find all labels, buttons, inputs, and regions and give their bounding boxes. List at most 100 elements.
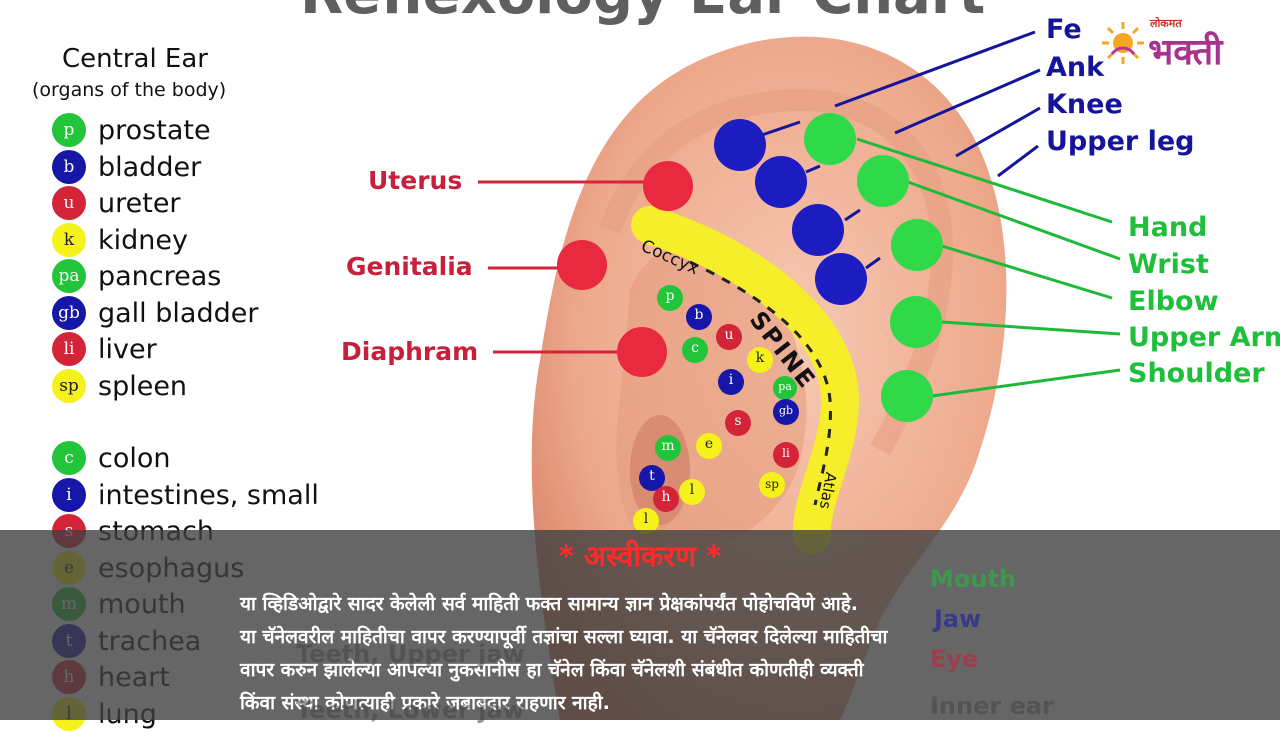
point-genitalia: [557, 240, 607, 290]
disclaimer-title: * अस्वीकरण *: [558, 539, 722, 573]
legend-dot: i: [52, 478, 86, 512]
point-diaphram: [617, 327, 667, 377]
legend-dot: k: [52, 223, 86, 257]
label-fe: Fe: [1046, 14, 1082, 45]
organ-point-t: [639, 465, 665, 491]
disclaimer-overlay: * अस्वीकरण * या व्हिडिओद्वारे सादर केलेल…: [0, 530, 1280, 720]
organ-letter-u: u: [724, 327, 734, 343]
logo-brand: लोकमत: [1150, 17, 1182, 30]
legend-label: pancreas: [98, 260, 222, 292]
legend-dot: p: [52, 113, 86, 147]
line-blue-4: [865, 256, 881, 270]
legend-item: i intestines, small: [52, 478, 319, 512]
label-jaw-hidden: Jaw: [934, 605, 982, 633]
disclaimer-line-2: या चॅनेलवरील माहितीचा वापर करण्यापूर्वी …: [240, 626, 888, 648]
label-uterus: Uterus: [368, 166, 463, 195]
point-elbow: [891, 219, 943, 271]
legend-label: colon: [98, 442, 171, 474]
line-upper-arm: [941, 320, 1121, 336]
organ-letter-b: b: [694, 307, 704, 323]
organ-point-m: [655, 435, 681, 461]
line-knee: [955, 106, 1041, 158]
organ-point-sp: [759, 472, 785, 498]
line-blue-2: [805, 164, 821, 174]
legend-label: bladder: [98, 151, 202, 183]
organ-letter-l1: l: [689, 482, 695, 498]
label-inner-ear-hidden: Inner ear: [930, 692, 1054, 720]
label-elbow: Elbow: [1128, 286, 1219, 317]
label-mouth-hidden: Mouth: [930, 565, 1017, 593]
organ-point-u: [716, 324, 742, 350]
disclaimer-line-1: या व्हिडिओद्वारे सादर केलेली सर्व माहिती…: [240, 593, 859, 615]
organ-point-pa: [773, 376, 797, 400]
line-elbow: [941, 244, 1113, 300]
legend-dot: sp: [52, 369, 86, 403]
label-wrist: Wrist: [1128, 249, 1209, 280]
organ-letter-h: h: [661, 489, 671, 505]
organ-letter-k: k: [755, 350, 765, 366]
label-upper-leg: Upper leg: [1046, 126, 1195, 157]
organ-letter-gb: gb: [778, 404, 794, 417]
label-hand: Hand: [1128, 212, 1208, 243]
label-genitalia: Genitalia: [346, 252, 473, 281]
legend-subtitle: (organs of the body): [32, 79, 227, 101]
organ-letter-l2: l: [643, 511, 649, 527]
organ-letter-e: e: [704, 436, 714, 452]
line-blue-1: [761, 120, 801, 137]
organ-point-h: [653, 486, 679, 512]
legend-label: liver: [98, 333, 157, 365]
label-ank: Ank: [1046, 52, 1105, 83]
label-upper-arm: Upper Arm: [1128, 322, 1280, 353]
organ-point-b: [686, 304, 712, 330]
line-shoulder: [931, 368, 1121, 398]
point-blue-1: [714, 119, 766, 171]
organ-letter-sp: sp: [765, 477, 779, 491]
point-blue-4: [815, 253, 867, 305]
legend-item: p prostate: [52, 113, 211, 147]
label-diaphram: Diaphram: [341, 337, 479, 366]
legend-dot: li: [52, 332, 86, 366]
disclaimer-line-3: वापर करुन झालेल्या आपल्या नुकसानीस हा चॅ…: [240, 659, 864, 681]
organ-point-i: [718, 369, 744, 395]
point-hand: [804, 113, 856, 165]
line-hand: [856, 137, 1113, 224]
organ-letter-m: m: [661, 438, 675, 454]
sun-icon: [1102, 22, 1144, 64]
organ-point-p: [657, 285, 683, 311]
organ-letter-s: s: [734, 413, 742, 429]
chart-title-cropped: Reflexology Ear Chart: [300, 0, 985, 27]
line-fe: [834, 30, 1036, 108]
organ-points: [633, 285, 799, 534]
logo-name: भक्ती: [1148, 32, 1223, 73]
legend-label: intestines, small: [98, 479, 319, 511]
spine-band: [631, 206, 860, 554]
line-wrist: [907, 180, 1121, 261]
organ-point-li: [773, 442, 799, 468]
spine-dash-line: [689, 260, 832, 506]
label-teeth-upper-hidden: Teeth, Upper jaw: [296, 640, 525, 668]
point-shoulder: [881, 370, 933, 422]
legend-dot: c: [52, 441, 86, 475]
organ-point-s: [725, 410, 751, 436]
point-blue-3: [792, 204, 844, 256]
label-eye-hidden: Eye: [930, 645, 979, 673]
legend-label: prostate: [98, 114, 211, 146]
point-uterus: [643, 161, 693, 211]
organ-point-c: [682, 337, 708, 363]
legend-label: gall bladder: [98, 297, 259, 329]
label-knee: Knee: [1046, 89, 1123, 120]
organ-letter-pa: pa: [778, 380, 792, 393]
line-upper-leg: [997, 144, 1039, 178]
point-wrist: [857, 155, 909, 207]
organ-letter-li: li: [782, 446, 790, 460]
point-blue-2: [755, 156, 807, 208]
legend-dot: b: [52, 150, 86, 184]
organ-point-gb: [773, 399, 799, 425]
